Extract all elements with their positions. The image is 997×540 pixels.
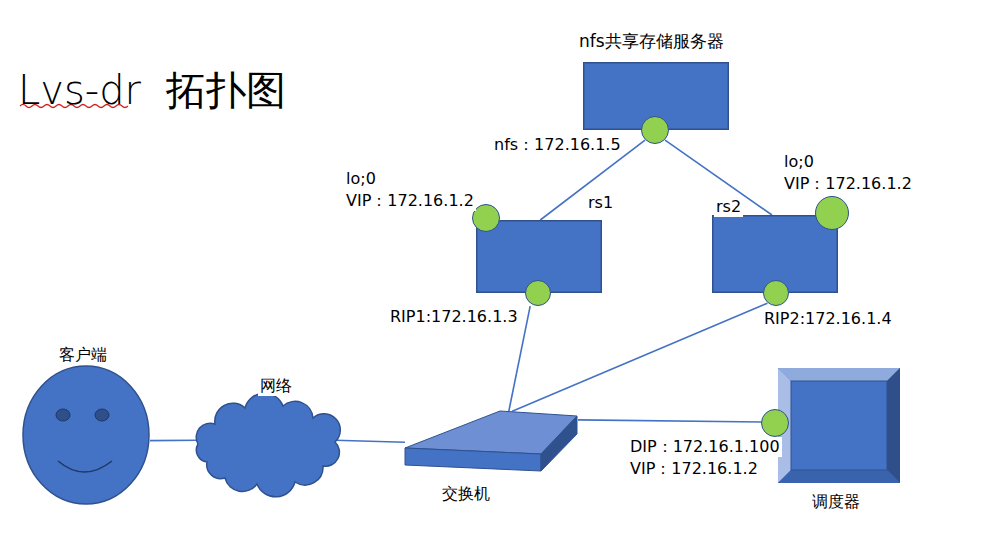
network-link (578, 420, 762, 422)
node-label: RIP1:172.16.1.3 (388, 307, 520, 327)
network-link (150, 439, 198, 441)
client-face: 客户端 (22, 365, 150, 505)
network-link (335, 440, 405, 442)
node-label: nfs共享存储服务器 (577, 31, 726, 51)
network-link (512, 303, 767, 411)
cloud-outline (195, 398, 338, 486)
interface-dot (472, 204, 500, 232)
interface-dot (761, 409, 789, 437)
bevel-outline (778, 368, 900, 483)
interface-dot (763, 280, 789, 306)
real-server-box: rs1lo;0VIP：172.16.1.2RIP1:172.16.1.3 (476, 220, 602, 293)
interface-dot (525, 280, 551, 306)
node-label: VIP：172.16.1.2 (344, 191, 476, 211)
node-label: 交换机 (440, 484, 492, 504)
interface-dot (641, 116, 669, 144)
node-label: RIP2:172.16.1.4 (762, 309, 894, 329)
switch-outline (405, 410, 578, 472)
node-label: DIP：172.16.1.100 (628, 437, 782, 457)
node-label: 调度器 (810, 492, 862, 512)
scheduler-box: 调度器DIP：172.16.1.100VIP：172.16.1.2 (778, 368, 900, 483)
interface-dot (815, 196, 849, 230)
node-label: 客户端 (57, 345, 109, 365)
node-label: rs2 (714, 197, 743, 217)
node-label: nfs：172.16.1.5 (492, 135, 623, 155)
switch-device: 交换机 (405, 410, 578, 472)
node-label: VIP：172.16.1.2 (628, 459, 760, 479)
real-server-box: rs2lo;0VIP：172.16.1.2RIP2:172.16.1.4 (712, 215, 838, 293)
nfs-server-box: nfs共享存储服务器nfs：172.16.1.5 (583, 62, 729, 130)
node-label: lo;0 (782, 152, 816, 172)
node-label: VIP：172.16.1.2 (782, 174, 914, 194)
diagram-title: Lvs-dr 拓扑图 (18, 66, 287, 114)
node-label: lo;0 (344, 169, 378, 189)
network-cloud: 网络 (195, 398, 338, 486)
client-outline (22, 365, 150, 505)
node-label: rs1 (586, 193, 615, 213)
node-label: 网络 (258, 376, 294, 396)
